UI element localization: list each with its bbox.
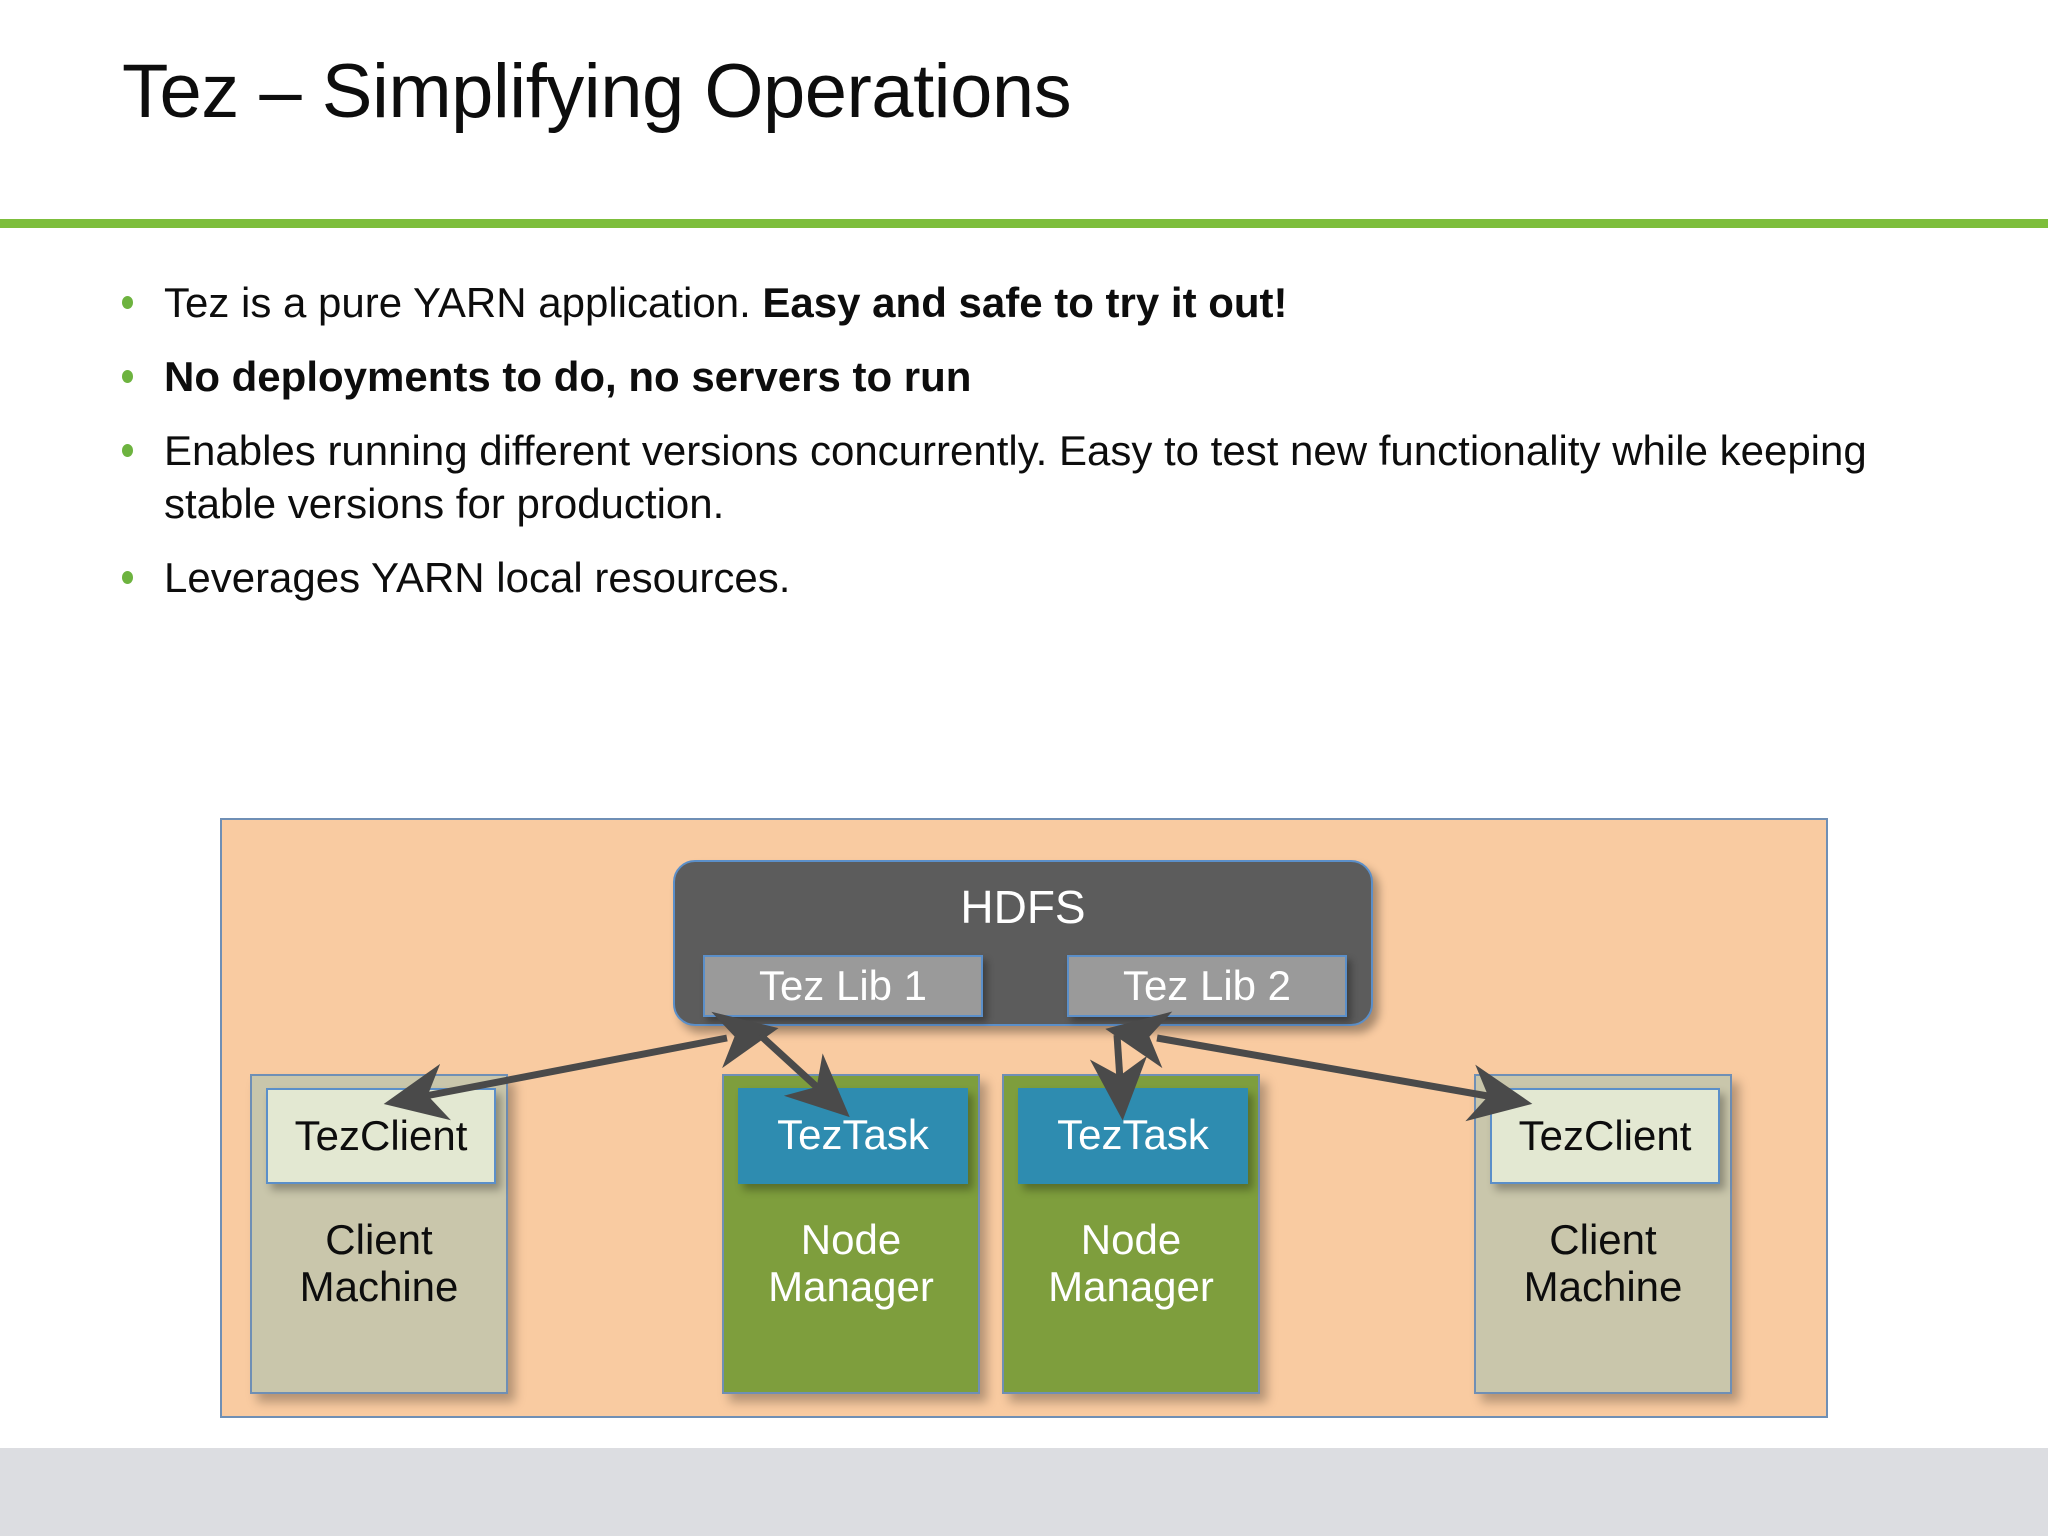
bullet-1-bold: Easy and safe to try it out! [762,279,1288,326]
teztask-box-1: TezTask [738,1088,968,1184]
machine-label-line1: Node [800,1216,902,1263]
bullet-dot-icon [122,296,133,309]
tezclient-box-left: TezClient [266,1088,496,1184]
hdfs-box: HDFS Tez Lib 1 Tez Lib 2 [673,860,1373,1026]
client-machine-right: TezClient Client Machine [1474,1074,1732,1394]
machine-label-line2: Manager [1048,1263,1214,1311]
machine-label-line2: Manager [768,1263,934,1311]
node-manager-1-label: Node Manager [724,1216,978,1310]
list-item: Tez is a pure YARN application. Easy and… [118,276,1878,330]
machine-label-line1: Node [1080,1216,1182,1263]
machine-label-line2: Machine [299,1263,459,1311]
machine-label-line1: Client [325,1216,433,1263]
hdfs-label: HDFS [960,881,1086,933]
bullet-dot-icon [122,443,133,457]
node-manager-1: TezTask Node Manager [722,1074,980,1394]
bullet-list: Tez is a pure YARN application. Easy and… [118,276,1878,625]
bullet-2-bold: No deployments to do, no servers to run [164,352,972,400]
teztask-box-2: TezTask [1018,1088,1248,1184]
tez-lib-1-box: Tez Lib 1 [703,955,983,1017]
bullet-dot-icon [122,369,133,383]
tez-lib-2-box: Tez Lib 2 [1067,955,1347,1017]
list-item: No deployments to do, no servers to run [118,350,1878,404]
bullet-dot-icon [122,571,133,584]
bullet-3-plain: Enables running different versions concu… [164,426,1867,528]
node-manager-2: TezTask Node Manager [1002,1074,1260,1394]
machine-label-line2: Machine [1523,1263,1683,1311]
node-manager-2-label: Node Manager [1004,1216,1258,1310]
list-item: Enables running different versions concu… [118,424,1878,532]
page-title: Tez – Simplifying Operations [122,49,1072,134]
bullet-1-plain: Tez is a pure YARN application. [164,279,763,326]
client-machine-left: TezClient Client Machine [250,1074,508,1394]
bullet-4-plain: Leverages YARN local resources. [164,554,791,601]
client-machine-left-label: Client Machine [252,1216,506,1310]
list-item: Leverages YARN local resources. [118,551,1878,605]
machine-label-line1: Client [1549,1216,1657,1263]
slide-footer: Hortonworks © Hortonworks Inc. 2014 Page… [0,1448,2048,1536]
architecture-diagram: HDFS Tez Lib 1 Tez Lib 2 TezClient Clien… [220,818,1828,1418]
tezclient-box-right: TezClient [1490,1088,1720,1184]
client-machine-right-label: Client Machine [1476,1216,1730,1310]
title-divider [0,219,2048,228]
